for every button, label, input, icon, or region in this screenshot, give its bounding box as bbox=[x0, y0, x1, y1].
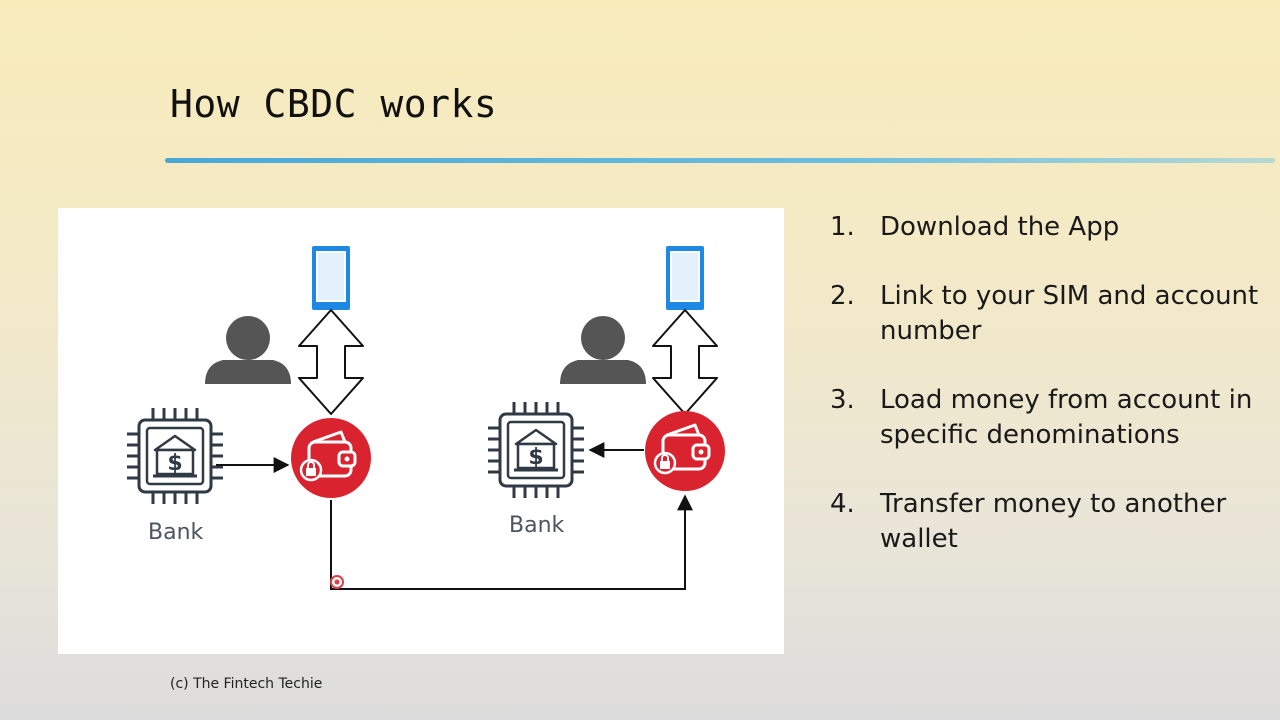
right-bank-icon bbox=[486, 400, 586, 500]
step-number: 2. bbox=[830, 281, 855, 311]
step-number: 4. bbox=[830, 489, 855, 519]
left-bank-icon bbox=[125, 406, 225, 506]
step-item: 4. Transfer money to another wallet bbox=[830, 487, 1270, 557]
step-number: 3. bbox=[830, 385, 855, 415]
step-text: Transfer money to another wallet bbox=[880, 489, 1227, 554]
slide-title: How CBDC works bbox=[170, 82, 498, 126]
left-phone-wallet-double-arrow bbox=[298, 309, 364, 415]
step-text: Load money from account in specific deno… bbox=[880, 385, 1253, 450]
left-wallet-icon bbox=[289, 416, 373, 500]
wallet-transfer-arrow bbox=[330, 494, 693, 590]
right-bank-label: Bank bbox=[509, 513, 565, 538]
right-wallet-icon bbox=[643, 409, 727, 493]
step-text: Download the App bbox=[880, 212, 1120, 242]
right-person-icon bbox=[560, 316, 646, 384]
cbdc-diagram: $ bbox=[58, 208, 784, 654]
left-phone-icon bbox=[312, 246, 350, 310]
title-underline bbox=[165, 158, 1275, 163]
left-person-icon bbox=[205, 316, 291, 384]
steps-list: 1. Download the App 2. Link to your SIM … bbox=[830, 210, 1270, 591]
right-phone-wallet-double-arrow bbox=[652, 309, 718, 415]
step-item: 3. Load money from account in specific d… bbox=[830, 383, 1270, 453]
copyright-footer: (c) The Fintech Techie bbox=[170, 676, 323, 692]
step-number: 1. bbox=[830, 212, 855, 242]
left-bank-label: Bank bbox=[148, 520, 204, 545]
right-phone-icon bbox=[666, 246, 704, 310]
step-item: 2. Link to your SIM and account number bbox=[830, 279, 1270, 349]
step-item: 1. Download the App bbox=[830, 210, 1270, 245]
step-text: Link to your SIM and account number bbox=[880, 281, 1259, 346]
